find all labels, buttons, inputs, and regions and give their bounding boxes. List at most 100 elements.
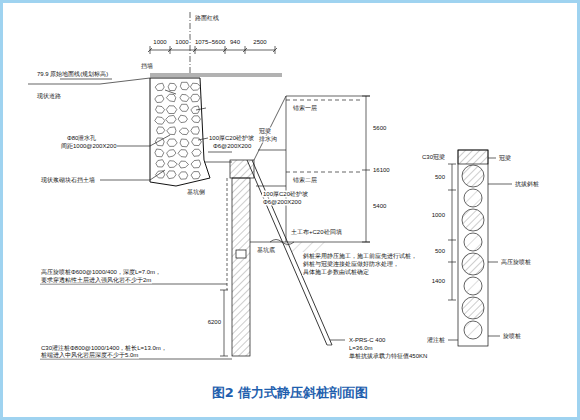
drawing-label: 旋喷桩 [502,333,522,340]
stone [178,150,188,157]
pile-section [462,165,484,187]
drawing-label: C30灌注桩Φ800@1000/1400，桩长L=13.0m， [40,345,168,352]
drawing-label: Φ80泄水孔 [66,135,97,142]
drawing-label: 冠梁 [258,128,272,135]
drawing-label: 单桩抗拔承载力特征值450KN [348,353,428,360]
drawing-label: 锚索一层 [292,105,318,112]
drawing-label: 1000 [431,212,446,219]
dim-tick [448,240,456,241]
drawing-label: X-PRS-C 400 [348,337,386,344]
drawing-label: Φ6@200X200 [212,143,252,150]
drawing-label: 灌注桩 [426,337,446,344]
dim-tick [275,46,276,54]
stone [191,160,201,168]
drawing-label: 挡墙 [140,63,154,70]
drawing-label: 500 [434,174,446,181]
drawing-label: 间距1000@200X200 [60,143,117,150]
dim-tick [448,262,456,263]
pile-section [462,297,484,319]
stone [156,106,165,113]
pile-section [464,189,482,207]
stone [156,171,165,178]
dim-tick [150,46,151,54]
stone [156,160,165,167]
drawing-label: 16100 [372,167,391,174]
stone [167,150,176,157]
drawing-label: 要求穿透粘性土层进入强风化岩不少于2m [40,277,152,284]
drawing-label: 1400 [431,278,446,285]
stone [179,172,188,179]
drawing-label: 基坑底 [256,247,276,254]
stone [157,127,165,134]
pile-section [464,233,482,251]
drawing-label: 79.9 原始地面线(规划标高) [36,71,109,78]
drawing-label: 100厚C20砼护坡 [262,191,309,198]
stone [166,106,177,114]
stone [179,161,189,168]
drawing-label: 现状道路 [36,93,62,100]
stone [155,138,164,146]
stone [155,117,165,124]
dim-tick [448,164,456,165]
stone [180,139,189,147]
stone [191,127,200,135]
pile-section [464,277,482,295]
stone [166,94,175,102]
drawing-label: 基坑侧 [186,189,206,196]
stone [167,171,176,179]
drawing-label: 2500 [252,39,267,46]
stone [192,116,201,123]
drawing-label: 斜桩与冠梁连接处应做好防水处理， [302,261,400,268]
stone [190,83,200,90]
drawing-label: 抗拔斜桩 [514,181,540,188]
drawing-label: 500 [434,248,446,255]
drawing-label: 具体施工参数由试桩确定 [302,269,370,276]
drawing-label: 土工布+C20砼回填 [290,229,343,236]
drawing-label: 1000 [152,39,167,46]
dim-tick [225,46,226,54]
drawing-label: 1000 [174,39,189,46]
stone [155,83,164,90]
pile-section [462,209,484,231]
drawing-label: 路面红线 [194,15,220,22]
stone [180,94,189,101]
drawing-label: 6200 [207,319,222,326]
drawing-label: 高压旋喷桩Φ600@1000/400，深度L=7.0m， [40,269,162,276]
pile-section [462,253,484,275]
stone [168,161,178,168]
stone [191,94,201,102]
stone [178,115,187,122]
drawing-label: 现状浆砌块石挡土墙 [40,177,96,184]
pile-section [464,321,482,339]
stone [167,127,176,135]
dim-tick [448,300,456,301]
dim-tick [448,190,456,191]
stone [166,115,176,123]
drawing-label: 5400 [372,203,387,210]
drawing-label: 100厚C20砼护坡 [208,135,255,142]
stone [155,95,164,102]
stone [191,172,200,179]
drawing-label: 940 [229,39,241,46]
figure-caption: 图2 借力式静压斜桩剖面图 [210,384,371,402]
dim-tick [245,46,246,54]
stone [180,82,189,90]
stone [192,138,202,146]
stone [192,149,201,156]
drawing-label: 桩端进入中风化岩层深度不少于5.0m [40,352,139,359]
drawing-label: L=36.0m [348,345,374,352]
stone [180,104,189,111]
drawing-label: C30冠梁 [421,154,446,161]
stone [167,139,177,146]
dim-tick [170,46,171,54]
stone-masonry [155,82,202,179]
drawing-label: 斜桩采用静压施工，施工前应先进行试桩， [302,253,418,260]
stone [168,83,177,90]
drawing-label: 高压旋喷桩 [500,259,532,266]
stone [179,128,189,134]
dim-tick [195,46,196,54]
drawing-label: 排水沟 [258,136,278,143]
drawing-label: 锚索二层 [292,177,318,184]
drawing-lines [28,12,512,359]
